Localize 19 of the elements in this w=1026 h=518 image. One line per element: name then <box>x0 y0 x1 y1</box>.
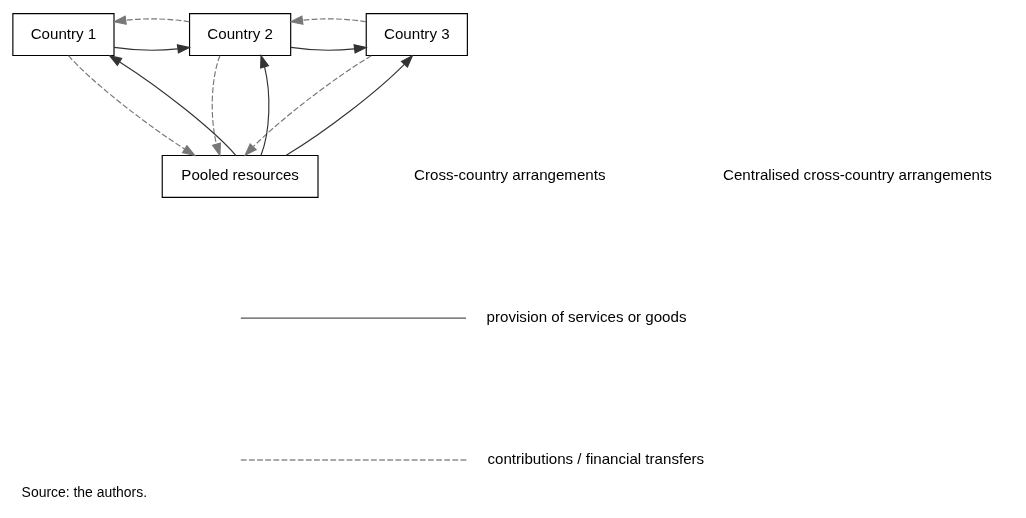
arrow <box>113 43 192 54</box>
arrow <box>243 54 372 157</box>
arrow <box>285 53 414 156</box>
legend-label: contributions / financial transfers <box>487 449 705 467</box>
arrow <box>67 54 197 156</box>
label: Centralised cross-country arrangements <box>723 165 992 183</box>
arrow <box>211 54 221 157</box>
node-box: Country 3 <box>365 12 468 56</box>
caption: Source: the authors. <box>21 483 148 500</box>
arrow <box>108 54 237 156</box>
node-box: Pooled resources <box>161 154 319 198</box>
arrow <box>260 53 270 156</box>
node-box: Country 1 <box>12 12 115 56</box>
arrow <box>112 14 190 25</box>
legend-label: provision of services or goods <box>486 307 687 325</box>
arrow <box>289 14 367 25</box>
label: Cross-country arrangements <box>414 165 606 183</box>
node-box: Country 2 <box>189 12 292 56</box>
arrow <box>290 43 368 54</box>
